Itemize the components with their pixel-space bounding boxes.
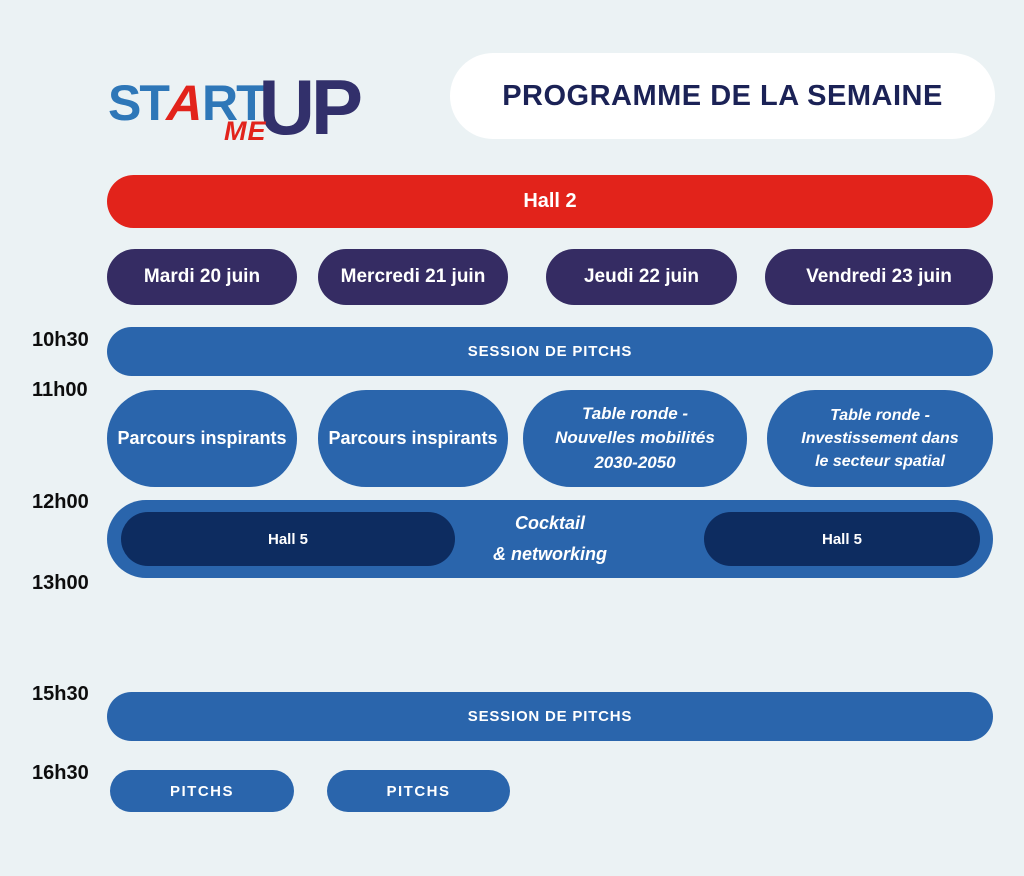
event-table-ronde-mobilites: Table ronde - Nouvelles mobilités 2030-2… bbox=[523, 390, 747, 487]
event-label: Parcours inspirants bbox=[328, 428, 498, 449]
event-label-line: Table ronde - bbox=[581, 403, 689, 423]
time-label-11h00: 11h00 bbox=[32, 379, 88, 401]
hall5-pill-left: Hall 5 bbox=[121, 512, 455, 566]
time-label-13h00: 13h00 bbox=[32, 572, 89, 594]
session-pitchs-label: SESSION DE PITCHS bbox=[467, 708, 633, 725]
event-label-line: Nouvelles mobilités bbox=[555, 428, 715, 448]
startmeup-logo: STARTUP ME bbox=[108, 58, 408, 158]
hall2-label: Hall 2 bbox=[523, 190, 577, 212]
event-label: Parcours inspirants bbox=[117, 428, 287, 449]
event-parcours-inspirants-mercredi: Parcours inspirants bbox=[318, 390, 508, 487]
day-label: Jeudi 22 juin bbox=[583, 266, 700, 287]
time-label-16h30: 16h30 bbox=[32, 762, 89, 784]
hall5-label: Hall 5 bbox=[821, 530, 863, 548]
day-pill-vendredi: Vendredi 23 juin bbox=[765, 249, 993, 305]
pitchs-pill-mercredi: PITCHS bbox=[327, 770, 510, 812]
time-label-10h30: 10h30 bbox=[32, 329, 89, 351]
day-label: Mardi 20 juin bbox=[143, 266, 261, 287]
day-label: Vendredi 23 juin bbox=[806, 266, 952, 287]
session-pitchs-label: SESSION DE PITCHS bbox=[467, 343, 633, 360]
event-parcours-inspirants-mardi: Parcours inspirants bbox=[107, 390, 297, 487]
page-title-pill: PROGRAMME DE LA SEMAINE bbox=[450, 53, 995, 139]
logo-start-up: STARTUP bbox=[108, 62, 363, 153]
event-label-line: Table ronde - bbox=[830, 406, 930, 424]
day-pill-jeudi: Jeudi 22 juin bbox=[546, 249, 737, 305]
pitchs-label: PITCHS bbox=[169, 782, 234, 800]
cocktail-line: & networking bbox=[492, 543, 607, 564]
day-label: Mercredi 21 juin bbox=[340, 266, 486, 287]
page-title: PROGRAMME DE LA SEMAINE bbox=[502, 79, 943, 112]
pitchs-label: PITCHS bbox=[386, 782, 451, 800]
logo-text-st: ST bbox=[108, 75, 170, 131]
session-pitchs-morning-bar: SESSION DE PITCHS bbox=[107, 327, 993, 376]
hall5-pill-right: Hall 5 bbox=[704, 512, 980, 566]
event-label-line: 2030-2050 bbox=[594, 452, 676, 472]
event-table-ronde-spatial: Table ronde - Investissement dans le sec… bbox=[767, 390, 993, 487]
logo-text-rt: RT bbox=[202, 75, 267, 131]
logo-text-me: ME bbox=[224, 116, 267, 146]
cocktail-networking-label: Cocktail & networking bbox=[430, 508, 670, 569]
hall2-banner: Hall 2 bbox=[107, 175, 993, 228]
day-pill-mardi: Mardi 20 juin bbox=[107, 249, 297, 305]
time-label-15h30: 15h30 bbox=[32, 683, 89, 705]
pitchs-pill-mardi: PITCHS bbox=[110, 770, 294, 812]
day-pill-mercredi: Mercredi 21 juin bbox=[318, 249, 508, 305]
logo-text-up: UP bbox=[258, 63, 363, 151]
session-pitchs-afternoon-bar: SESSION DE PITCHS bbox=[107, 692, 993, 741]
event-label-line: le secteur spatial bbox=[815, 453, 945, 471]
time-label-12h00: 12h00 bbox=[32, 491, 89, 513]
hall5-label: Hall 5 bbox=[267, 530, 309, 548]
cocktail-line: Cocktail bbox=[514, 513, 586, 533]
event-label-line: Investissement dans bbox=[801, 429, 959, 447]
